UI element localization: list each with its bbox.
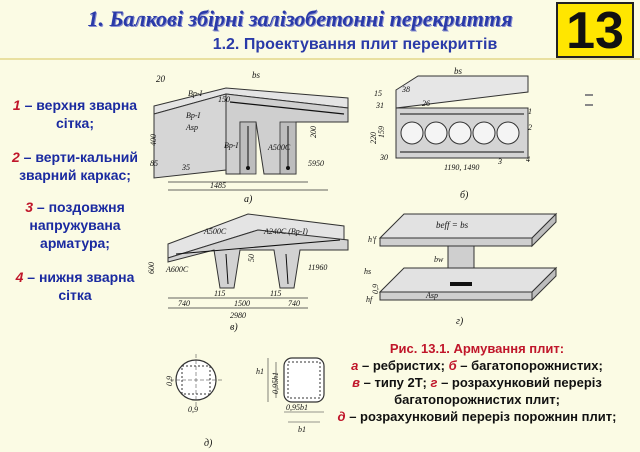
fig-v-dim: 11960 bbox=[308, 263, 327, 272]
caption-title: Рис. 13.1. Армування плит: bbox=[389, 341, 565, 356]
caption-letter: а bbox=[351, 358, 359, 373]
fig-v-label: в) bbox=[230, 322, 238, 333]
caption-text: – ребристих; bbox=[362, 358, 445, 373]
fig-b-dim: 3 bbox=[497, 157, 502, 166]
fig-d-label: д) bbox=[204, 438, 213, 449]
fig-g-dim: 0,9 bbox=[371, 284, 380, 294]
fig-a-dim: Bp-I bbox=[186, 111, 201, 120]
legend-item-2: 2 – верти-кальний зварний каркас; bbox=[6, 148, 144, 184]
legend-num: 4 bbox=[15, 269, 24, 285]
fig-v-dim: A500C bbox=[203, 227, 227, 236]
fig-b-dim: 1 bbox=[528, 107, 532, 116]
caption-letter: г bbox=[430, 375, 438, 390]
header-divider bbox=[0, 58, 640, 60]
caption-text: – розрахунковий переріз порожнин плит; bbox=[349, 409, 617, 424]
fig-b-dim: 4 bbox=[526, 155, 530, 164]
fig-a-dim: 1485 bbox=[210, 181, 226, 190]
legend-panel: 1 – верхня зварна сітка; 2 – верти-кальн… bbox=[6, 96, 144, 320]
caption-text: – розрахунковий переріз багатопорожнисти… bbox=[394, 375, 602, 407]
fig-a-dim: 200 bbox=[309, 126, 318, 138]
fig-b-label: б) bbox=[460, 190, 469, 201]
reinforcement-figures: 20 bs Bp-I 150 Bp-I Asp 400 200 85 35 14… bbox=[148, 66, 558, 449]
fig-g-dim: beff = bs bbox=[436, 220, 469, 230]
fig-v-dim: 2980 bbox=[230, 311, 246, 320]
figure-caption: Рис. 13.1. Армування плит: а – ребристих… bbox=[316, 340, 638, 425]
fig-v-dim: 115 bbox=[270, 289, 281, 298]
figure-d: 0,9 0,9 h1 0,95h1 0,95b1 b1 д) bbox=[165, 354, 325, 449]
fig-b-dim: 15 bbox=[374, 89, 382, 98]
fig-v-dim: A240C (Bp-I) bbox=[263, 227, 308, 236]
caption-letter: в bbox=[352, 375, 360, 390]
legend-num: 1 bbox=[12, 97, 21, 113]
fig-a-dim: 150 bbox=[218, 95, 230, 104]
fig-a-dim: Bp-I bbox=[224, 141, 239, 150]
legend-text: – поздовжня напружувана арматура; bbox=[29, 199, 125, 251]
legend-text: – нижня зварна сітка bbox=[27, 269, 135, 303]
fig-a-dim: 20 bbox=[156, 74, 166, 84]
fig-d-dim: 0,95b1 bbox=[286, 403, 308, 412]
fig-b-dim: 30 bbox=[379, 153, 388, 162]
caption-text: – типу 2Т; bbox=[363, 375, 427, 390]
fig-b-dim: 1190, 1490 bbox=[444, 163, 479, 172]
fig-g-dim: bw bbox=[434, 255, 444, 264]
legend-item-1: 1 – верхня зварна сітка; bbox=[6, 96, 144, 132]
legend-num: 2 bbox=[11, 149, 20, 165]
slide-subtitle: 1.2. Проектування плит перекриттів bbox=[212, 36, 498, 53]
fig-a-dim: 400 bbox=[149, 134, 158, 146]
fig-v-dim: 50 bbox=[247, 254, 256, 262]
fig-v-dim: 740 bbox=[288, 299, 300, 308]
figure-g: beff = bs h'f hs 0,9 hf bw Asp г) bbox=[364, 212, 558, 327]
fig-a-dim: bs bbox=[252, 70, 261, 80]
caption-letter: д bbox=[337, 409, 346, 424]
caption-line-1: а – ребристих; б – багатопорожнистих; bbox=[316, 357, 638, 374]
fig-d-dim: 0,95h1 bbox=[271, 372, 280, 394]
fig-a-dim: 5950 bbox=[308, 159, 324, 168]
legend-item-4: 4 – нижня зварна сітка bbox=[6, 268, 144, 304]
fig-a-dim: 35 bbox=[181, 163, 190, 172]
fig-a-dim: Bp-I bbox=[188, 89, 203, 98]
slide-number-badge: 13 bbox=[556, 2, 634, 58]
fig-b-dim: 159 bbox=[377, 126, 386, 138]
fig-a-label: а) bbox=[244, 194, 253, 205]
fig-v-dim: 600 bbox=[148, 262, 156, 274]
fig-g-dim: hs bbox=[364, 267, 371, 276]
fig-b-dim: bs bbox=[454, 66, 463, 76]
fig-g-dim: h'f bbox=[368, 235, 378, 244]
fig-v-dim: 1500 bbox=[234, 299, 250, 308]
legend-num: 3 bbox=[25, 199, 34, 215]
fig-a-dim: A500C bbox=[267, 143, 291, 152]
fig-v-dim: 115 bbox=[214, 289, 225, 298]
fig-b-dim: 220 bbox=[369, 132, 378, 144]
fig-b-dim: 38 bbox=[401, 85, 410, 94]
caption-letter: б bbox=[448, 358, 457, 373]
fig-g-label: г) bbox=[456, 316, 464, 327]
legend-item-3: 3 – поздовжня напружувана арматура; bbox=[6, 198, 144, 252]
fig-a-dim: Asp bbox=[185, 123, 198, 132]
fig-g-dim: Asp bbox=[425, 291, 438, 300]
figure-b: bs 15 38 26 31 220 159 30 1190, 1490 1 2… bbox=[369, 66, 532, 201]
slide-title: 1. Балкові збірні залізобетонні перекрит… bbox=[87, 6, 513, 31]
caption-line-3: д – розрахунковий переріз порожнин плит; bbox=[316, 408, 638, 425]
fig-v-dim: 740 bbox=[178, 299, 190, 308]
caption-text: – багатопорожнистих; bbox=[460, 358, 603, 373]
fig-a-dim: 85 bbox=[150, 159, 158, 168]
fig-b-dim: 31 bbox=[375, 101, 384, 110]
fig-g-dim: hf bbox=[366, 295, 374, 304]
caption-line-2: в – типу 2Т; г – розрахунковий переріз б… bbox=[316, 374, 638, 408]
fig-v-dim: A600C bbox=[165, 265, 189, 274]
figure-a: 20 bs Bp-I 150 Bp-I Asp 400 200 85 35 14… bbox=[149, 70, 349, 205]
fig-d-dim: 0,9 bbox=[165, 376, 174, 386]
fig-b-dim: 2 bbox=[528, 123, 532, 132]
pin-icon bbox=[585, 94, 593, 106]
legend-text: – верти-кальний зварний каркас; bbox=[19, 149, 139, 183]
figure-v: A500C A240C (Bp-I) A600C 600 50 11960 11… bbox=[148, 213, 349, 333]
fig-d-dim: 0,9 bbox=[188, 405, 198, 414]
legend-text: – верхня зварна сітка; bbox=[24, 97, 138, 131]
fig-d-dim: b1 bbox=[298, 425, 306, 434]
fig-b-dim: 26 bbox=[422, 99, 430, 108]
fig-d-dim: h1 bbox=[256, 367, 264, 376]
